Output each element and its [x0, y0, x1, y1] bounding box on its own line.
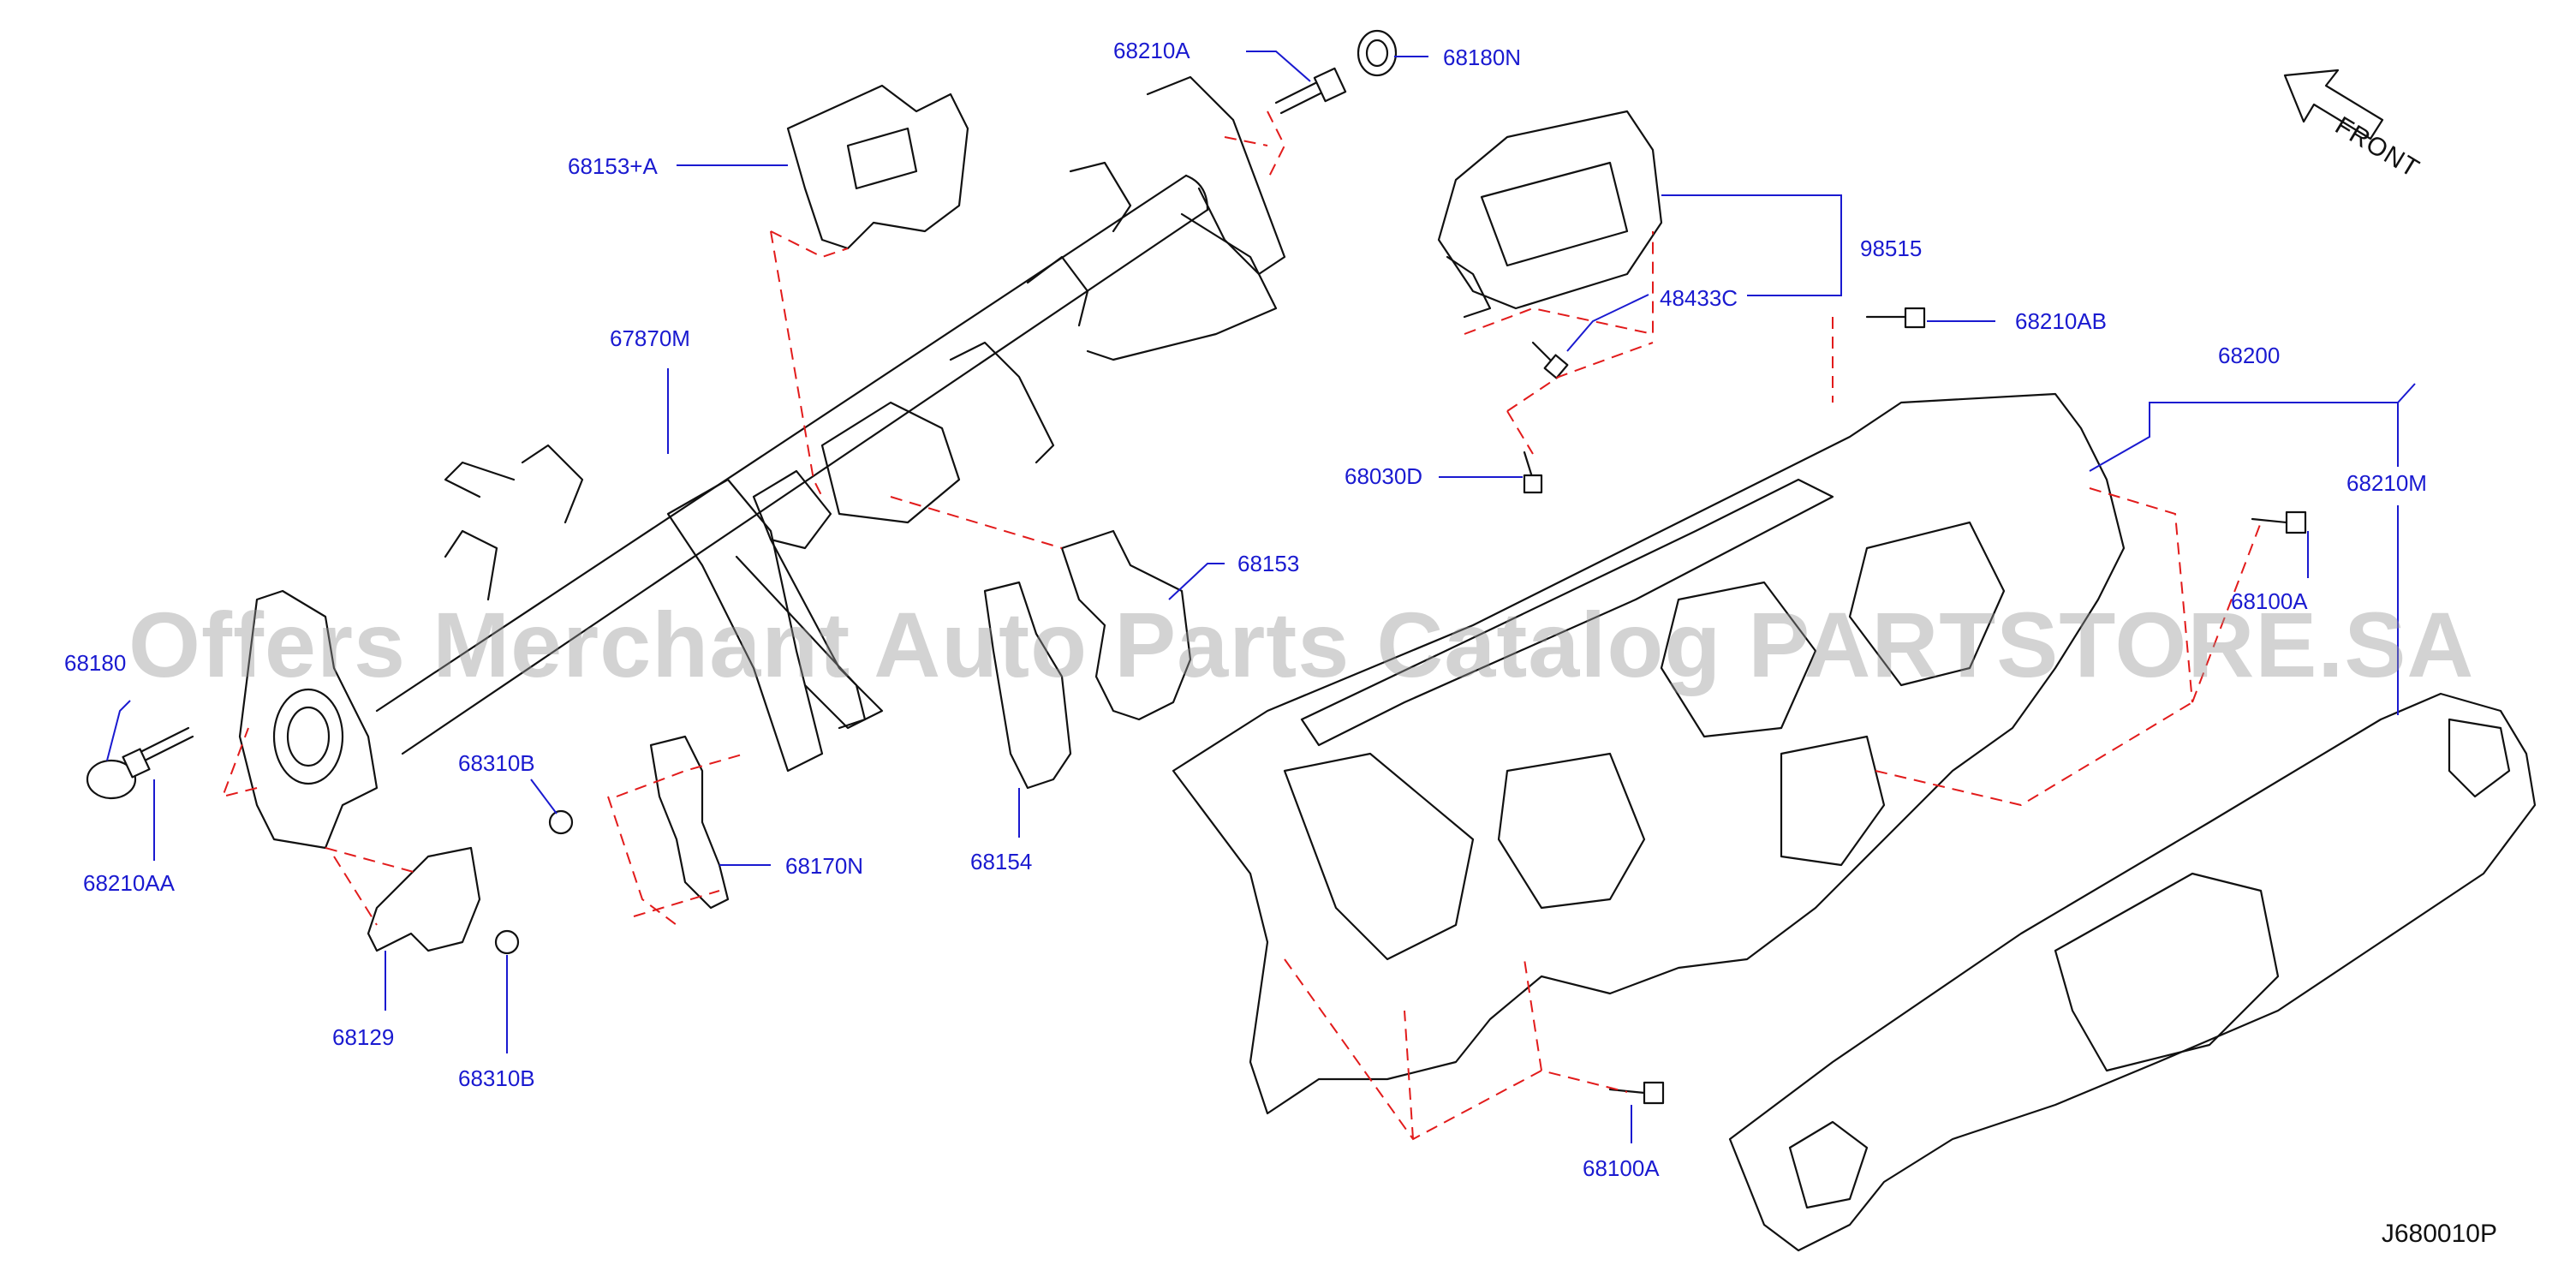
label-68153: 68153	[1237, 551, 1300, 576]
label-68310B-top: 68310B	[458, 750, 535, 776]
label-98515: 98515	[1860, 236, 1923, 261]
instrument-panel-68200	[1172, 392, 2126, 1115]
watermark: Offers Merchant Auto Parts Catalog PARTS…	[128, 593, 2475, 696]
nut-68310B-top	[548, 809, 574, 835]
bolt-68210AB	[1865, 307, 1926, 329]
label-68100A-right: 68100A	[2231, 588, 2308, 614]
label-48433C: 48433C	[1660, 285, 1738, 311]
bracket-68153	[1060, 529, 1192, 721]
label-68200: 68200	[2218, 343, 2281, 368]
label-68210AB: 68210AB	[2015, 308, 2107, 334]
steering-member-67870M	[238, 75, 1286, 850]
bolt-68100A-right	[2251, 510, 2307, 534]
label-67870M: 67870M	[610, 325, 690, 351]
bracket-68129	[367, 846, 481, 952]
bolt-68100A-bottom	[1608, 1081, 1665, 1105]
label-68180: 68180	[64, 650, 127, 676]
ring-68180N	[1357, 29, 1398, 77]
diagram-code: J680010P	[2381, 1220, 2497, 1248]
airbag-module-98515	[1437, 110, 1663, 319]
label-68210AA: 68210AA	[83, 870, 175, 896]
plug-68180	[86, 759, 137, 800]
screw-48433C	[1531, 341, 1569, 379]
screw-68030D	[1523, 451, 1543, 494]
label-68030D: 68030D	[1345, 463, 1423, 489]
label-68153A: 68153+A	[568, 153, 658, 179]
bracket-68153A	[786, 84, 969, 250]
label-68154: 68154	[970, 849, 1033, 874]
bracket-68170N	[649, 735, 730, 910]
label-68129: 68129	[332, 1024, 395, 1050]
label-68210A: 68210A	[1113, 38, 1190, 63]
leader-lines	[106, 51, 2416, 1143]
label-68310B-bottom: 68310B	[458, 1065, 535, 1091]
bracket-68154	[983, 581, 1072, 790]
assembly-lines	[221, 110, 2262, 1141]
front-arrow-icon	[2283, 69, 2384, 140]
label-68100A-bottom: 68100A	[1583, 1155, 1660, 1181]
label-68170N: 68170N	[785, 853, 864, 879]
nut-68310B-bottom	[494, 929, 520, 955]
bolt-68210A	[1274, 67, 1347, 115]
label-68210M: 68210M	[2346, 470, 2427, 496]
bolt-68210AA	[122, 726, 194, 779]
instrument-panel-finisher	[1728, 692, 2537, 1252]
label-68180N: 68180N	[1443, 45, 1522, 70]
